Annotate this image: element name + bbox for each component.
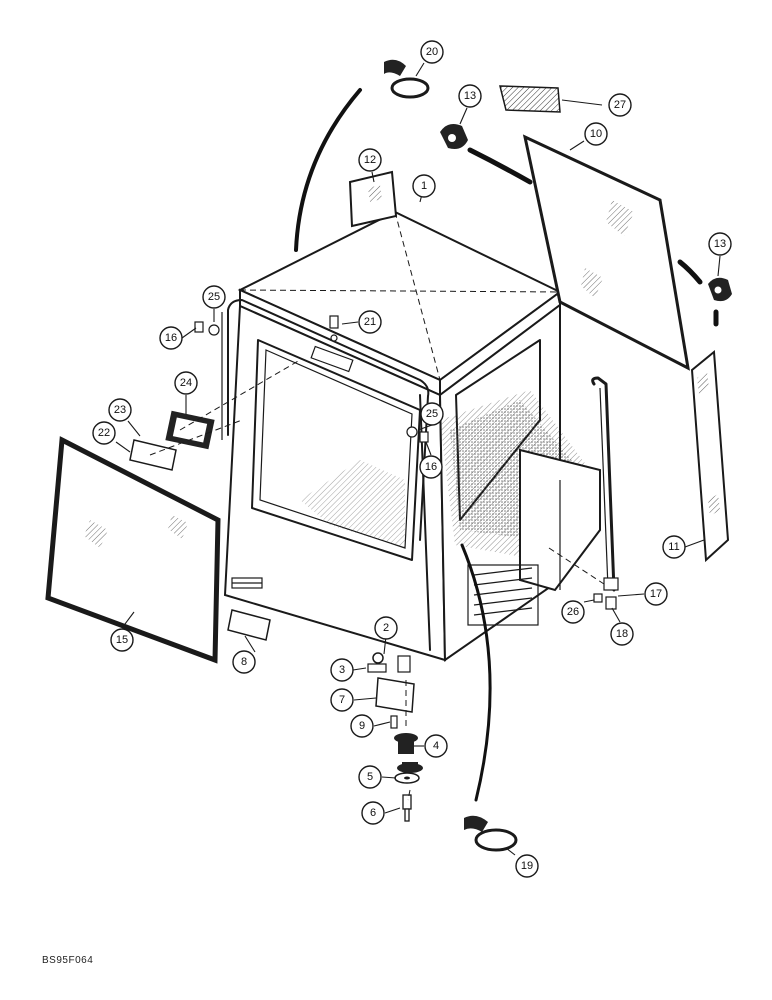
isolator-mount-4 xyxy=(394,733,423,773)
svg-text:8: 8 xyxy=(241,656,247,668)
svg-text:24: 24 xyxy=(180,377,192,389)
callout-7: 7 xyxy=(330,688,354,712)
leader-lines xyxy=(115,62,721,856)
callout-16-right: 16 xyxy=(419,455,443,479)
svg-text:11: 11 xyxy=(668,541,679,553)
svg-text:21: 21 xyxy=(364,316,376,328)
callout-17: 17 xyxy=(644,582,668,606)
callout-5: 5 xyxy=(358,765,382,789)
svg-text:17: 17 xyxy=(650,588,662,600)
callout-4: 4 xyxy=(424,734,448,758)
fasteners-16-25-left xyxy=(194,321,220,336)
svg-text:12: 12 xyxy=(364,154,376,166)
svg-text:23: 23 xyxy=(114,404,126,416)
part-20-seal xyxy=(384,59,430,99)
svg-text:19: 19 xyxy=(521,860,533,872)
callout-26: 26 xyxy=(561,600,585,624)
callout-13-right: 13 xyxy=(708,232,732,256)
callout-1: 1 xyxy=(412,174,436,198)
bolt-9 xyxy=(390,715,398,729)
part-19-seal xyxy=(464,815,518,852)
callout-10: 10 xyxy=(584,122,608,146)
projection-lines xyxy=(149,359,605,801)
glass-panel-12 xyxy=(348,170,398,228)
part-8-plate xyxy=(227,609,271,641)
callout-23: 23 xyxy=(108,398,132,422)
callout-22: 22 xyxy=(92,421,116,445)
callout-27: 27 xyxy=(608,93,632,117)
svg-text:16: 16 xyxy=(425,461,437,473)
part-13-clamp-top xyxy=(440,124,468,149)
svg-text:18: 18 xyxy=(616,628,628,640)
callout-20: 20 xyxy=(420,40,444,64)
callout-24: 24 xyxy=(174,371,198,395)
figure-code: BS95F064 xyxy=(42,955,94,966)
svg-text:15: 15 xyxy=(116,634,128,646)
callout-15: 15 xyxy=(110,628,134,652)
callout-25-right: 25 xyxy=(420,402,444,426)
svg-text:9: 9 xyxy=(359,720,365,732)
parts-18-26 xyxy=(593,593,617,610)
svg-text:6: 6 xyxy=(370,807,376,819)
svg-text:20: 20 xyxy=(426,46,438,58)
callout-6: 6 xyxy=(361,801,385,825)
part-27-filter xyxy=(499,85,561,113)
glass-panel-11 xyxy=(690,350,730,563)
callout-19: 19 xyxy=(515,854,539,878)
callout-13-top: 13 xyxy=(458,84,482,108)
seal-strips xyxy=(294,88,719,802)
part-7-plate xyxy=(375,677,415,713)
fasteners-16-25-right xyxy=(406,426,429,443)
svg-text:2: 2 xyxy=(383,622,389,634)
fastener-21 xyxy=(329,315,339,342)
callout-25-left: 25 xyxy=(202,285,226,309)
svg-text:10: 10 xyxy=(590,128,602,140)
callout-8: 8 xyxy=(232,650,256,674)
glass-panel-10 xyxy=(522,134,690,371)
callout-2: 2 xyxy=(374,616,398,640)
svg-text:25: 25 xyxy=(208,291,220,303)
svg-text:27: 27 xyxy=(614,99,626,111)
callout-16-left: 16 xyxy=(159,326,183,350)
part-13-clamp-right xyxy=(708,277,732,302)
svg-text:1: 1 xyxy=(421,180,427,192)
svg-text:5: 5 xyxy=(367,771,373,783)
callout-18: 18 xyxy=(610,622,634,646)
vent-louvers xyxy=(467,564,539,626)
rear-handrail-17 xyxy=(591,376,619,592)
svg-text:13: 13 xyxy=(464,90,476,102)
part-24-light-frame xyxy=(165,410,215,450)
callout-21: 21 xyxy=(358,310,382,334)
callout-9: 9 xyxy=(350,714,374,738)
mount-parts-2-3 xyxy=(367,652,411,673)
callout-12: 12 xyxy=(358,148,382,172)
callout-11: 11 xyxy=(662,535,686,559)
glass-panel-15 xyxy=(45,436,221,664)
svg-text:16: 16 xyxy=(165,332,177,344)
svg-text:4: 4 xyxy=(433,740,439,752)
svg-text:26: 26 xyxy=(567,606,579,618)
bolt-6 xyxy=(402,794,412,822)
svg-text:13: 13 xyxy=(714,238,726,250)
svg-text:7: 7 xyxy=(339,694,345,706)
part-23-lens xyxy=(129,439,177,471)
svg-text:3: 3 xyxy=(339,664,345,676)
cab-body xyxy=(221,210,601,662)
svg-text:25: 25 xyxy=(426,408,438,420)
svg-text:22: 22 xyxy=(98,427,110,439)
washer-5 xyxy=(394,772,420,784)
callout-3: 3 xyxy=(330,658,354,682)
